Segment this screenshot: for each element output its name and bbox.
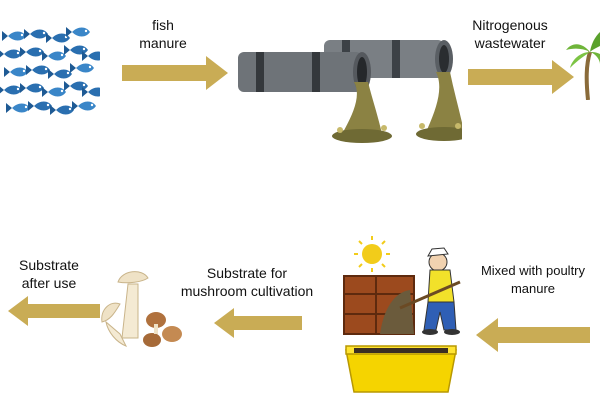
nitrogenous-wastewater-label: Nitrogenous wastewater — [472, 17, 548, 51]
substrate-tray-icon — [345, 345, 457, 393]
fish-icon — [48, 69, 72, 79]
pipes-icon — [238, 40, 462, 143]
sun-icon — [354, 236, 390, 272]
fish-icon — [46, 33, 70, 43]
arrow-left-4 — [214, 308, 302, 338]
fish-icon — [42, 87, 66, 97]
arrow-right-1 — [122, 56, 228, 90]
fish-icon — [42, 51, 66, 61]
fish-icon — [70, 63, 94, 73]
substrate-after-use-label: Substrate after use — [19, 257, 79, 291]
fish-icon — [82, 51, 100, 61]
substrate-for-mushroom-label: Substrate for mushroom cultivation — [180, 265, 314, 299]
mixed-with-poultry-manure-label: Mixed with poultry manure — [480, 263, 586, 296]
fish-icon — [66, 27, 90, 37]
fish-icon — [20, 47, 44, 57]
fish-icon — [0, 49, 22, 59]
fish-icon — [6, 103, 30, 113]
fish-icon — [20, 83, 44, 93]
fish-icon — [28, 101, 52, 111]
arrow-right-2 — [468, 60, 574, 94]
fish-icon — [26, 65, 50, 75]
fish-icon — [24, 29, 48, 39]
composting-icon — [343, 236, 461, 335]
fish-icon — [4, 67, 28, 77]
arrow-left-3 — [476, 318, 590, 352]
fish-school-icon — [0, 27, 100, 115]
fish-icon — [2, 31, 26, 41]
mushrooms-icon — [101, 271, 182, 347]
palm-tree-icon — [566, 32, 600, 100]
fish-icon — [50, 105, 74, 115]
arrow-left-5 — [8, 296, 100, 326]
fish-manure-label: fish manure — [139, 17, 187, 51]
fish-icon — [72, 101, 96, 111]
fish-icon — [82, 87, 100, 97]
fish-icon — [0, 85, 22, 95]
